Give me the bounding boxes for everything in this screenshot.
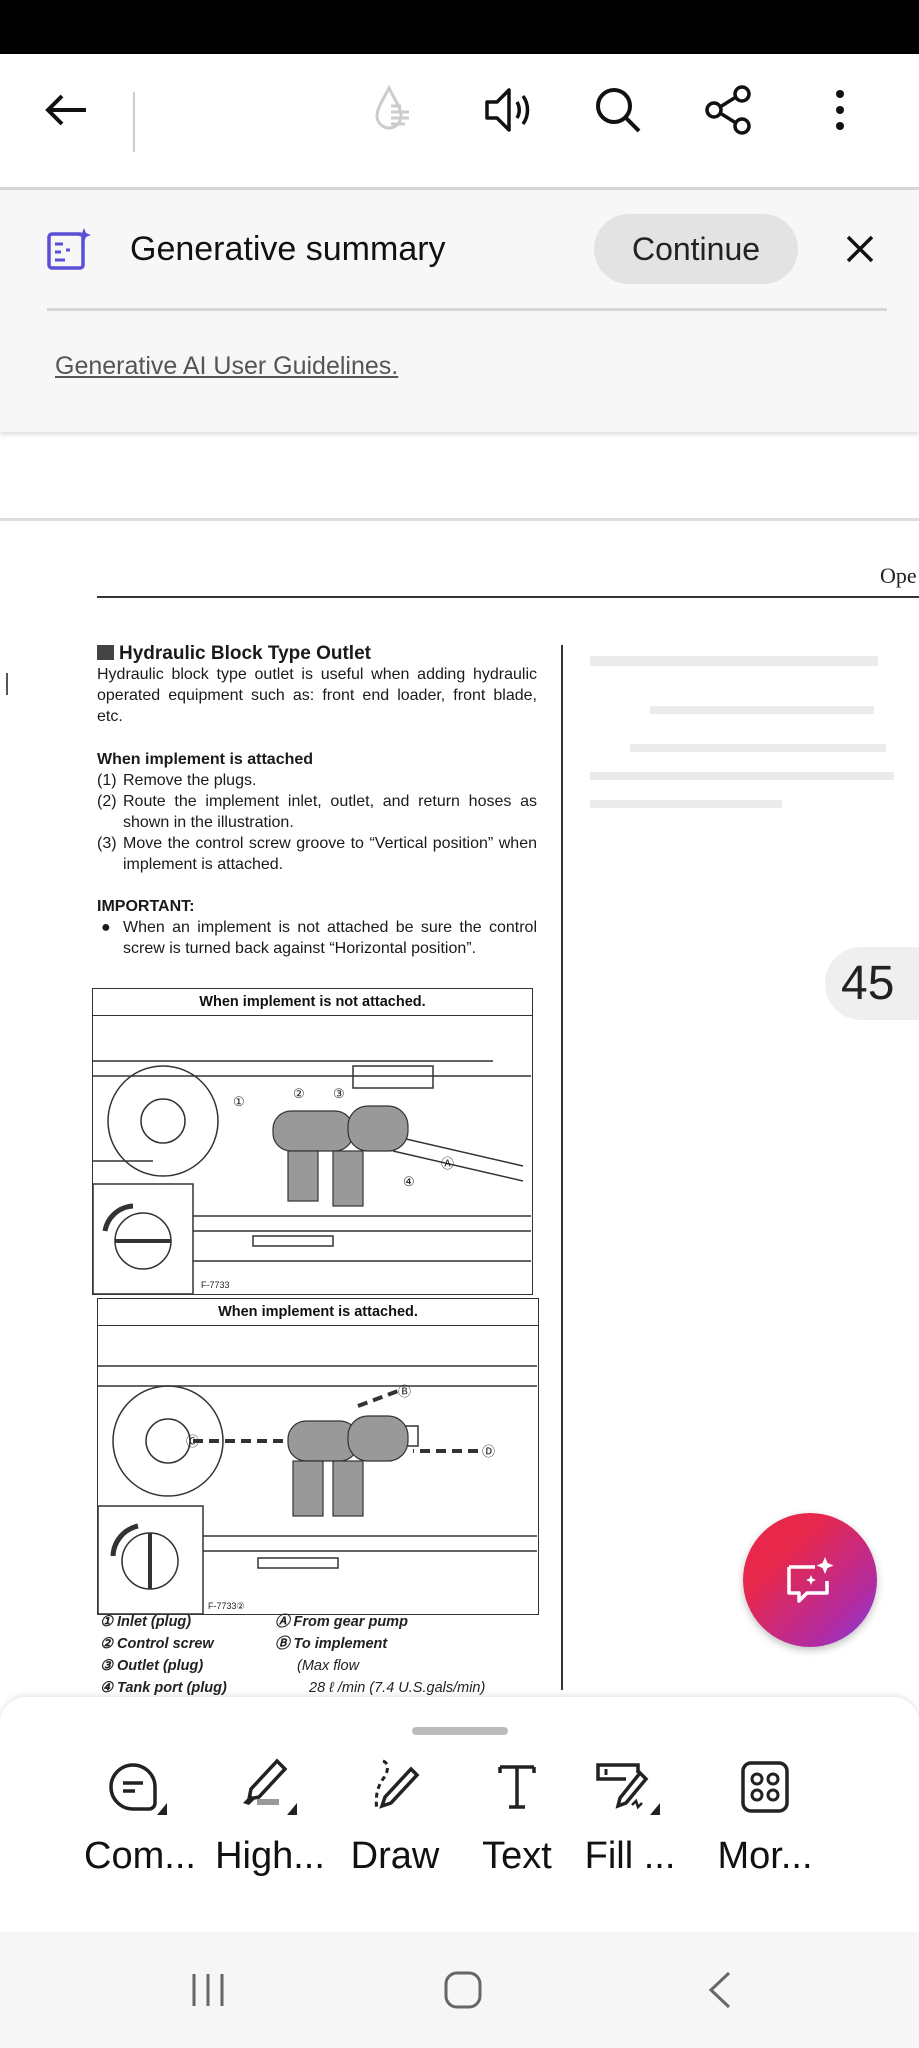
header-rule [97,596,919,598]
ai-guidelines-link[interactable]: Generative AI User Guidelines. [55,352,399,380]
fill-sign-icon [596,1763,660,1815]
status-bar [0,0,919,54]
ai-assistant-button[interactable] [743,1513,877,1647]
important-item: ●When an implement is not attached be su… [101,919,537,957]
callout-c: Ⓒ [186,1434,199,1449]
steps-heading: When implement is attached [97,751,314,768]
tool-more[interactable]: Mor... [695,1757,835,1878]
search-icon [596,88,641,133]
generative-summary-panel: Generative summary Continue Generative A… [0,190,919,432]
highlight-icon [243,1758,297,1815]
column-divider [561,645,563,1690]
figure-code: F-7733② [208,1601,245,1611]
recent-apps-icon[interactable] [188,1972,228,2008]
figure-code: F-7733 [201,1280,230,1290]
faded-right-column [590,646,910,1206]
share-button[interactable] [700,82,756,138]
step-item: (1)Remove the plugs. [97,772,257,789]
back-button[interactable] [38,82,94,138]
tool-draw[interactable]: Draw [325,1757,465,1878]
callout-a: Ⓐ [441,1156,454,1171]
hydraulic-block-illustration: ① ② ③ ④ Ⓐ F-7733 [92,1060,531,1295]
top-toolbar [0,54,919,190]
page-separator [0,518,919,521]
generative-summary-title: Generative summary [130,230,446,268]
page-header-fragment: Ope [880,563,917,588]
hydraulic-block-attached-illustration: Ⓑ Ⓒ Ⓓ F-7733② [97,1365,537,1615]
draw-icon [374,1759,420,1810]
callout-3: ③ [333,1086,345,1101]
tool-text[interactable]: Text [447,1757,587,1878]
step-item: (3)Move the control screw groove to “Ver… [97,835,537,873]
continue-button[interactable]: Continue [594,214,798,284]
nav-back-icon[interactable] [705,1970,735,2010]
section-bullet-square [97,645,114,660]
tool-highlight[interactable]: High... [200,1757,340,1878]
callout-b: Ⓑ [398,1384,411,1399]
pdf-page[interactable]: Ope Hydraulic Block Type Outlet Hydrauli… [0,521,919,1701]
tool-fill-sign[interactable]: Fill ... [560,1757,700,1878]
callout-2: ② [293,1086,305,1101]
text-cursor [6,673,8,695]
search-button[interactable] [590,82,646,138]
more-options-button[interactable] [812,82,868,138]
step-item: (2)Route the implement inlet, outlet, an… [97,793,537,831]
panel-divider [47,308,887,311]
callout-1: ① [233,1094,245,1109]
system-nav-bar [0,1932,919,2048]
read-aloud-button[interactable] [479,82,535,138]
drag-handle[interactable] [412,1727,508,1735]
more-tools-icon [741,1761,789,1813]
close-icon[interactable] [845,234,875,264]
ai-summary-icon [47,228,91,270]
read-aloud-icon [485,88,530,132]
liquid-mode-button[interactable] [369,82,425,138]
important-heading: IMPORTANT: [97,898,195,915]
more-vert-icon [836,90,844,130]
figure-caption: When implement is not attached. [93,989,532,1016]
document-text: Hydraulic Block Type Outlet Hydraulic bl… [97,643,537,959]
share-icon [705,85,751,135]
callout-4: ④ [403,1174,415,1189]
tool-comment[interactable]: Com... [70,1757,210,1878]
ai-assistant-icon [787,1557,834,1603]
page-number-badge: 45 [825,947,919,1020]
figure-caption: When implement is attached. [98,1299,538,1326]
toolbar-divider [133,92,135,152]
section-title: Hydraulic Block Type Outlet [97,643,537,664]
figure-attached: When implement is attached. Ⓑ Ⓒ Ⓓ [97,1298,539,1615]
bottom-tools-sheet: Com... High... Draw Text Fill ... Mor... [0,1697,919,1935]
figure-not-attached: When implement is not attached. ① ② [92,988,533,1295]
callout-d: Ⓓ [482,1444,495,1459]
home-icon[interactable] [443,1970,483,2010]
back-arrow-icon [45,94,86,126]
intro-paragraph: Hydraulic block type outlet is useful wh… [97,666,537,725]
liquid-mode-icon [375,84,409,130]
comment-icon [109,1763,167,1815]
text-icon [498,1765,536,1809]
